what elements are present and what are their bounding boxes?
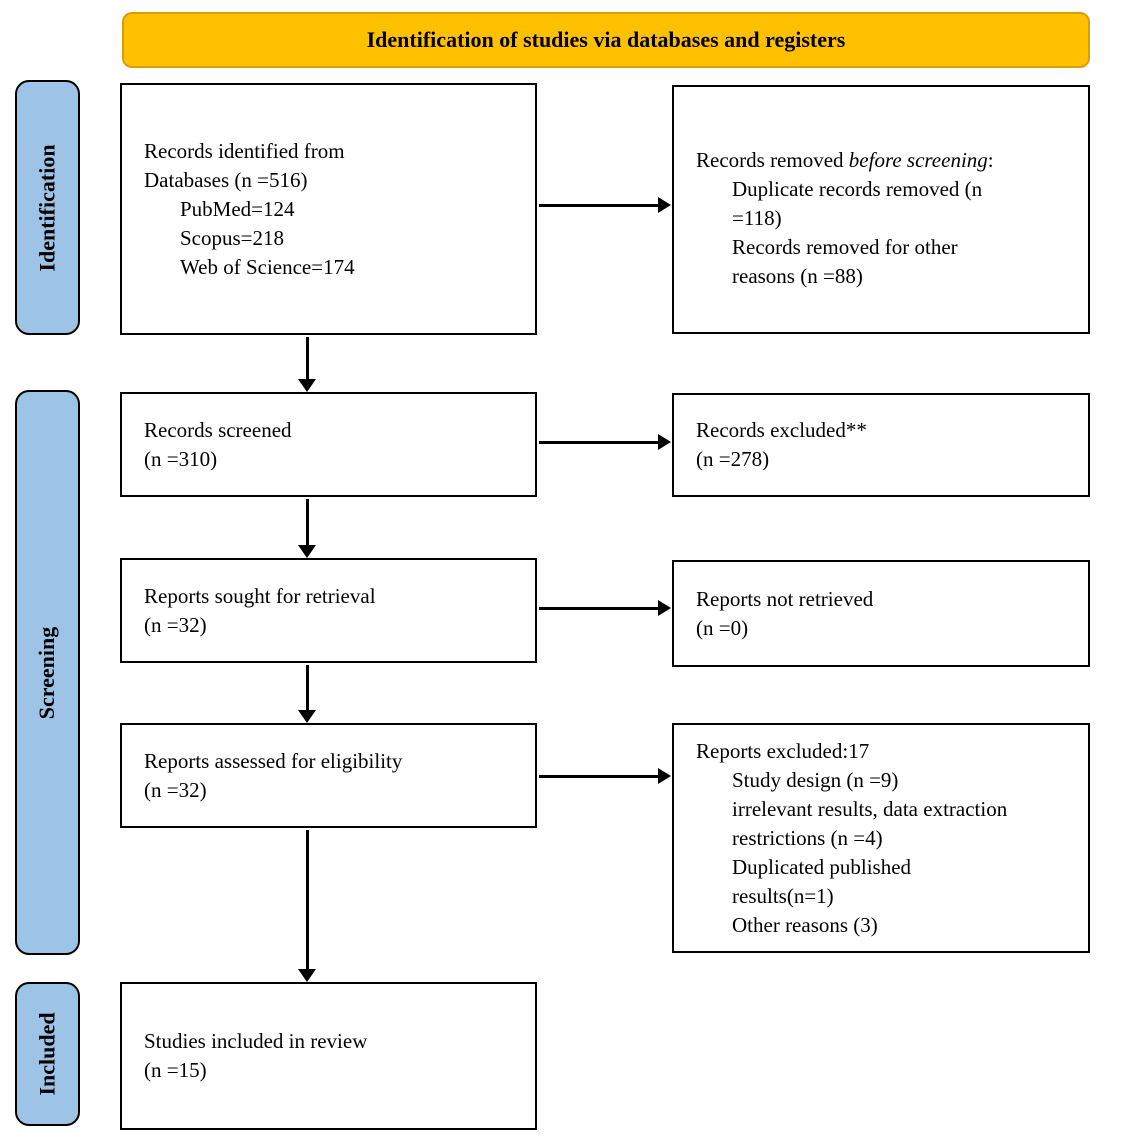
box-records-identified: Records identified from Databases (n =51… (120, 83, 537, 335)
box-reports-excluded: Reports excluded:17 Study design (n =9) … (672, 723, 1090, 953)
box-records-removed: Records removed before screening: Duplic… (672, 85, 1090, 334)
box-reports-not-retrieved: Reports not retrieved (n =0) (672, 560, 1090, 667)
records-removed-title: Records removed before screening: (696, 148, 994, 172)
box-reports-assessed: Reports assessed for eligibility (n =32) (120, 723, 537, 828)
diagram-title-banner: Identification of studies via databases … (122, 12, 1090, 68)
box-reports-sought: Reports sought for retrieval (n =32) (120, 558, 537, 663)
box-records-screened: Records screened (n =310) (120, 392, 537, 497)
box-studies-included: Studies included in review (n =15) (120, 982, 537, 1130)
stage-label-screening: Screening (15, 390, 80, 955)
stage-label-included: Included (15, 982, 80, 1126)
stage-label-identification: Identification (15, 80, 80, 335)
box-records-excluded: Records excluded** (n =278) (672, 393, 1090, 497)
diagram-title: Identification of studies via databases … (366, 27, 846, 52)
